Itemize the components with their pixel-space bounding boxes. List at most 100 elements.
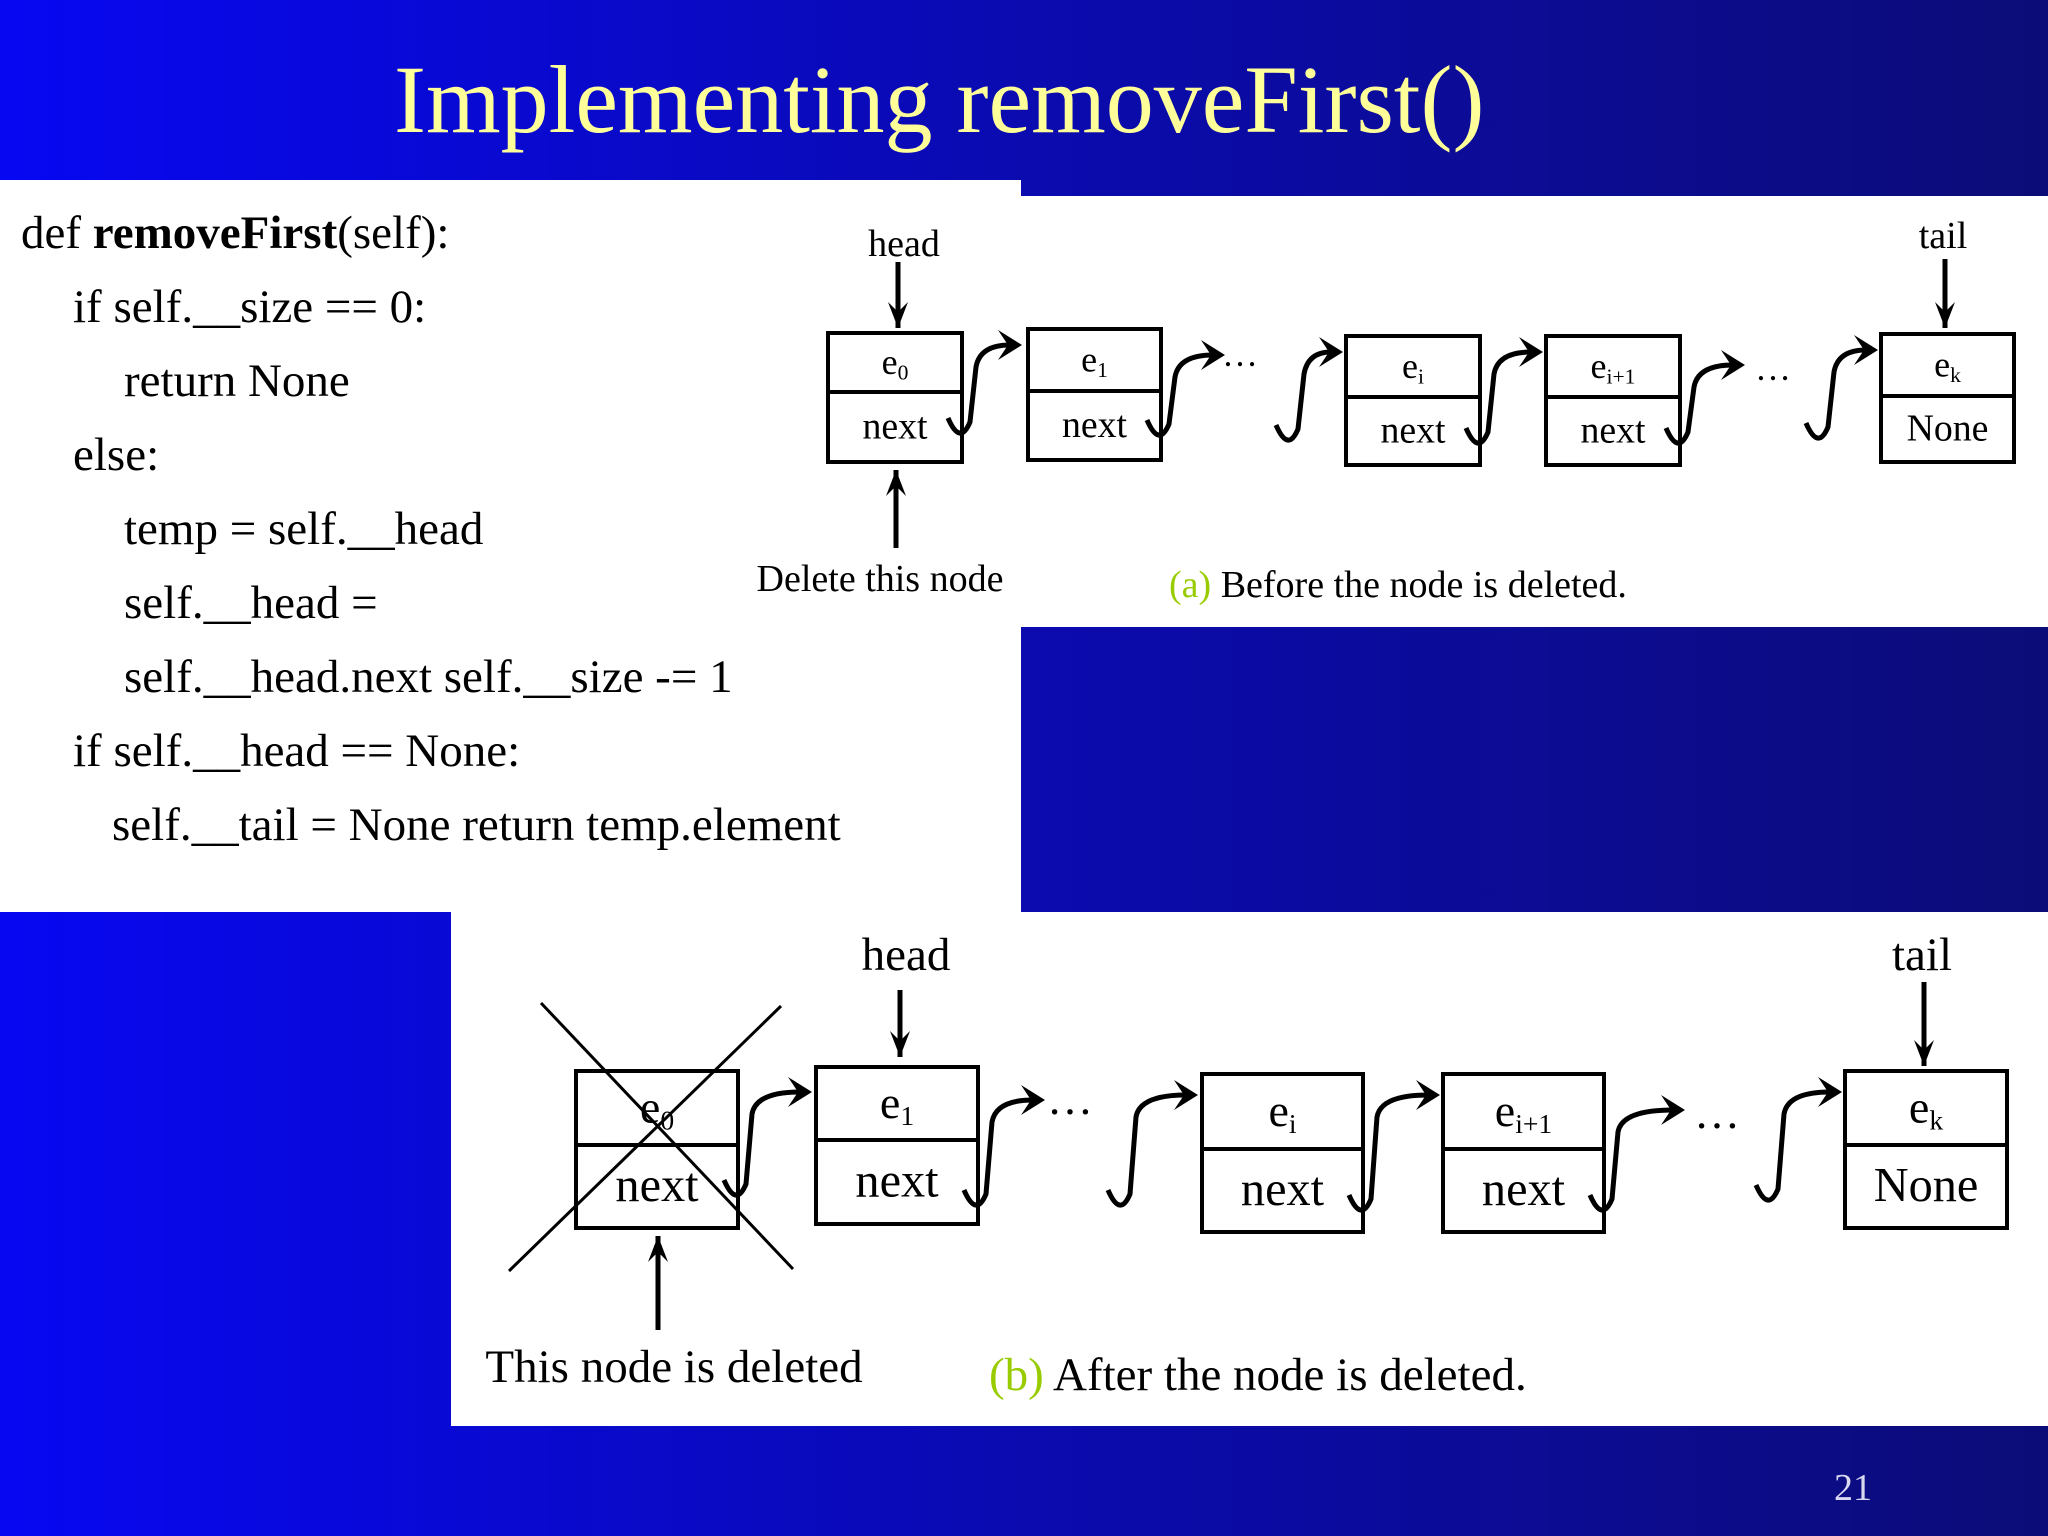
pointer-curve: [1663, 362, 1734, 446]
pointer-arrowhead: [1201, 340, 1225, 370]
element-subscript: i: [1418, 364, 1424, 388]
delete-cross-line: [507, 1004, 783, 1273]
next-pointer-arrow: [1144, 340, 1225, 438]
element-subscript: 1: [900, 1100, 914, 1131]
element-name: e: [1909, 1082, 1929, 1133]
code-bold: removeFirst: [92, 207, 338, 259]
element-subscript: k: [1929, 1105, 1943, 1136]
pointer-arrowhead: [1021, 1085, 1045, 1115]
pointer-curve: [1463, 349, 1532, 446]
list-node: ei: [1200, 1072, 1365, 1234]
list-node: ei+1: [1441, 1072, 1606, 1234]
next-pointer-arrow: [1663, 350, 1745, 446]
node-box: [1544, 334, 1682, 467]
caption: (a) Before the node is deleted.: [1169, 564, 1627, 606]
node-next-field: next: [1241, 1163, 1325, 1216]
element-subscript: i+1: [1515, 1108, 1552, 1139]
pointer-curve: [1803, 347, 1867, 441]
element-name: e: [1591, 346, 1607, 386]
next-pointer-arrow: [1463, 337, 1543, 446]
next-pointer-arrow: [1273, 337, 1343, 443]
node-next-field: None: [1874, 1159, 1979, 1212]
node-box: [574, 1069, 740, 1230]
tail-arrow-head: [1935, 302, 1955, 328]
list-node: ek: [1879, 332, 2016, 464]
pointer-curve: [1346, 1092, 1429, 1213]
code-line: if self.__head == None:: [0, 714, 841, 788]
pointer-curve: [1273, 349, 1332, 443]
node-next-field: next: [1062, 404, 1128, 446]
delete-cross-line: [539, 1001, 795, 1271]
element-subscript: 0: [898, 360, 909, 384]
list-node: e1: [1026, 327, 1163, 462]
node-element: ei: [1402, 346, 1424, 388]
pointer-arrowhead: [1721, 350, 1745, 380]
pointer-up-arrow-head: [886, 470, 906, 496]
element-name: e: [640, 1082, 660, 1133]
code-pre: self.__tail = None return temp.element: [112, 799, 841, 851]
pointer-arrowhead: [1319, 337, 1343, 367]
node-box: [1344, 334, 1482, 467]
node-next-field: next: [1380, 410, 1446, 452]
element-name: e: [1495, 1085, 1515, 1136]
code-pre: temp = self.__head: [124, 503, 484, 555]
pointer-curve: [721, 1089, 801, 1198]
node-box: [826, 331, 964, 464]
node-element: e1: [880, 1077, 914, 1131]
head-arrow-head: [890, 1031, 910, 1057]
code-line: self.__tail = None return temp.element: [0, 788, 841, 862]
head-label: head: [868, 223, 940, 265]
element-name: e: [1934, 345, 1950, 385]
code-block: def removeFirst(self): if self.__size == …: [0, 196, 841, 862]
pointer-arrowhead: [1416, 1080, 1440, 1110]
next-pointer-arrow: [1587, 1095, 1685, 1213]
element-name: e: [880, 1077, 900, 1128]
pointer-arrowhead: [1519, 337, 1543, 367]
tail-label: tail: [1919, 215, 1968, 257]
code-line: else:: [0, 418, 841, 492]
ellipsis: …: [1047, 1073, 1093, 1124]
code-pre: if self.__size == 0:: [73, 281, 427, 333]
caption-text: After the node is deleted.: [1044, 1349, 1527, 1401]
pointer-label: This node is deleted: [485, 1341, 862, 1393]
node-next-field: next: [1580, 410, 1646, 452]
node-box: [1026, 327, 1163, 462]
tail-arrow-head: [1914, 1040, 1934, 1066]
node-box: [1843, 1069, 2009, 1230]
node-element: ei+1: [1495, 1085, 1552, 1139]
page-number: 21: [1834, 1467, 1872, 1509]
next-pointer-arrow: [721, 1077, 812, 1198]
next-pointer-arrow: [1105, 1080, 1198, 1208]
pointer-arrowhead: [1661, 1095, 1685, 1125]
code-pre: def: [21, 207, 93, 259]
list-node: ek: [1843, 1069, 2009, 1230]
code-line: return None: [0, 344, 841, 418]
node-element: e0: [882, 342, 909, 384]
next-pointer-arrow: [1803, 335, 1878, 441]
element-name: e: [1402, 346, 1418, 386]
caption-letter: (a): [1169, 564, 1211, 606]
caption-letter: (b): [989, 1349, 1044, 1401]
head-arrow-head: [888, 302, 908, 328]
pointer-curve: [1753, 1089, 1831, 1203]
ellipsis: …: [1222, 334, 1258, 374]
code-post: (self):: [337, 207, 450, 259]
pointer-arrowhead: [788, 1077, 812, 1107]
code-pre: else:: [73, 429, 160, 481]
code-pre: self.__head.next self.__size -= 1: [124, 651, 733, 703]
element-subscript: k: [1950, 363, 1961, 387]
code-line: temp = self.__head: [0, 492, 841, 566]
element-name: e: [1268, 1085, 1288, 1136]
node-element: ek: [1934, 345, 1961, 387]
node-next-field: next: [862, 406, 928, 448]
pointer-curve: [1105, 1092, 1187, 1208]
pointer-curve: [945, 342, 1011, 436]
pointer-curve: [961, 1097, 1034, 1208]
node-element: ek: [1909, 1082, 1943, 1136]
list-node: e0: [826, 331, 964, 464]
element-subscript: i: [1289, 1108, 1297, 1139]
next-pointer-arrow: [945, 330, 1022, 436]
node-next-field: next: [855, 1155, 939, 1208]
caption: (b) After the node is deleted.: [989, 1349, 1527, 1401]
